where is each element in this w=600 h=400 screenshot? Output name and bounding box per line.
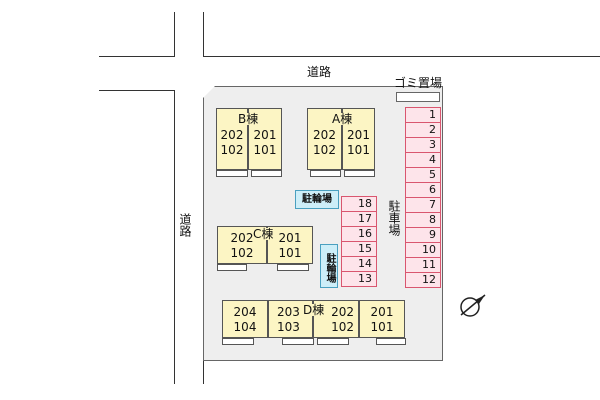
unit-number: 101 <box>278 246 302 260</box>
parking-space: 16 <box>341 226 377 242</box>
parking-space: 12 <box>405 272 441 288</box>
parking-space: 6 <box>405 182 441 198</box>
building-d-porch <box>376 338 406 345</box>
parking-space: 7 <box>405 197 441 213</box>
building-d-unit-4: 201 101 <box>359 300 405 338</box>
unit-number: 201 <box>347 128 370 142</box>
building-b-porch <box>216 170 248 177</box>
parking-space: 18 <box>341 196 377 212</box>
unit-number: 104 <box>233 320 257 334</box>
parking-space: 2 <box>405 122 441 138</box>
building-a-unit-right: 201 101 <box>342 108 375 170</box>
building-c-porch <box>277 264 309 271</box>
building-c-label: C棟 <box>253 227 274 241</box>
parking-space: 9 <box>405 227 441 243</box>
unit-number: 202 <box>331 305 354 319</box>
unit-number: 201 <box>278 231 302 245</box>
road-edge-bottom-vertical <box>203 359 204 384</box>
road-edge-left-vertical <box>174 90 175 384</box>
parking-space: 4 <box>405 152 441 168</box>
unit-number: 102 <box>230 246 254 260</box>
unit-number: 201 <box>370 305 394 319</box>
road-edge-left-upper-vertical <box>174 12 175 57</box>
parking-space: 17 <box>341 211 377 227</box>
building-d-unit-3: 202 102 <box>313 300 359 338</box>
unit-number: 101 <box>347 143 370 157</box>
building-a-label: A棟 <box>332 112 353 126</box>
garbage-area <box>396 92 440 102</box>
building-b-label: B棟 <box>238 112 259 126</box>
bike-parking-lower: 駐輪場 <box>320 244 338 288</box>
unit-number: 101 <box>370 320 394 334</box>
building-d-porch <box>222 338 254 345</box>
unit-number: 102 <box>331 320 354 334</box>
unit-number: 203 <box>277 305 300 319</box>
north-arrow-icon <box>457 291 487 321</box>
parking-space: 5 <box>405 167 441 183</box>
parking-space: 3 <box>405 137 441 153</box>
building-d-label: D棟 <box>303 303 325 317</box>
unit-number: 202 <box>230 231 254 245</box>
unit-number: 102 <box>313 143 336 157</box>
unit-number: 202 <box>313 128 336 142</box>
building-d-porch <box>317 338 349 345</box>
parking-space: 10 <box>405 242 441 258</box>
unit-number: 102 <box>220 143 244 157</box>
unit-number: 201 <box>253 128 277 142</box>
parking-space: 11 <box>405 257 441 273</box>
unit-number: 204 <box>233 305 257 319</box>
road-edge-left-horizontal <box>99 90 175 91</box>
building-d-unit-1: 204 104 <box>222 300 268 338</box>
building-c-unit-right: 201 101 <box>267 226 313 264</box>
building-d-porch <box>282 338 314 345</box>
building-b-unit-right: 201 101 <box>248 108 282 170</box>
building-b-porch <box>251 170 282 177</box>
parking-space: 14 <box>341 256 377 272</box>
road-edge-top-right-horizontal <box>203 56 600 57</box>
road-edge-top-right-vertical <box>203 12 204 57</box>
parking-label: 駐車場 <box>387 200 401 236</box>
building-a-porch <box>344 170 375 177</box>
unit-number: 101 <box>253 143 277 157</box>
unit-number: 202 <box>220 128 244 142</box>
building-a-porch <box>310 170 341 177</box>
building-c-porch <box>217 264 247 271</box>
unit-number: 103 <box>277 320 300 334</box>
garbage-area-label: ゴミ置場 <box>394 76 443 90</box>
road-edge-top-left-horizontal <box>99 56 175 57</box>
parking-space: 8 <box>405 212 441 228</box>
bike-parking-upper: 駐輪場 <box>295 190 339 209</box>
road-label-left: 道路 <box>178 213 192 237</box>
parking-space: 13 <box>341 271 377 287</box>
road-label-top: 道路 <box>307 65 332 79</box>
parking-space: 15 <box>341 241 377 257</box>
parking-space: 1 <box>405 107 441 123</box>
